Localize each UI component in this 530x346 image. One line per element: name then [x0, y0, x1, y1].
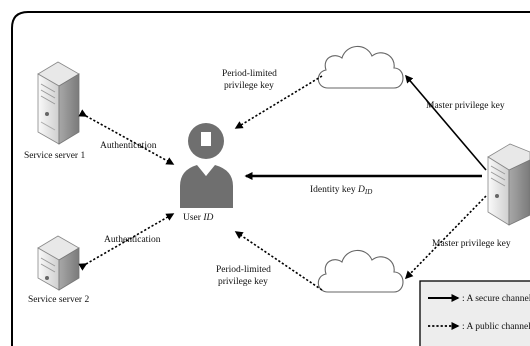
- period-key-top-label-1: Period-limited: [222, 69, 277, 79]
- master-key-bottom-label: Master privilege key: [432, 239, 511, 249]
- cloud-bottom-icon: [317, 249, 404, 293]
- cloud-top-icon: [317, 45, 404, 89]
- legend-box: : A secure channel : A public channel: [419, 280, 530, 346]
- service-server-2-label: Service server 2: [28, 295, 89, 305]
- period-key-bottom-label-1: Period-limited: [216, 265, 271, 275]
- key-issuer-server-icon: [487, 143, 530, 226]
- legend-public-label: : A public channel: [462, 322, 530, 332]
- service-server-1-icon: [37, 61, 80, 145]
- diagram-frame: [11, 11, 530, 346]
- master-key-top-arrow: [405, 74, 487, 171]
- service-server-2-icon: [37, 235, 80, 291]
- auth-top-arrow: [78, 109, 175, 165]
- period-key-bottom-arrow: [234, 231, 323, 291]
- master-key-bottom-arrow: [404, 195, 487, 280]
- user-icon: [180, 123, 233, 208]
- authentication-top-label: Authentication: [100, 141, 157, 151]
- period-key-bottom-label-2: privilege key: [218, 277, 268, 287]
- user-label: User ID: [183, 213, 213, 223]
- service-server-1-label: Service server 1: [24, 151, 85, 161]
- identity-key-label: Identity key DID: [310, 185, 372, 196]
- legend-secure-label: : A secure channel: [462, 294, 530, 304]
- period-key-top-label-2: privilege key: [224, 81, 274, 91]
- master-key-top-label: Master privilege key: [426, 101, 505, 111]
- authentication-bottom-label: Authentication: [104, 235, 161, 245]
